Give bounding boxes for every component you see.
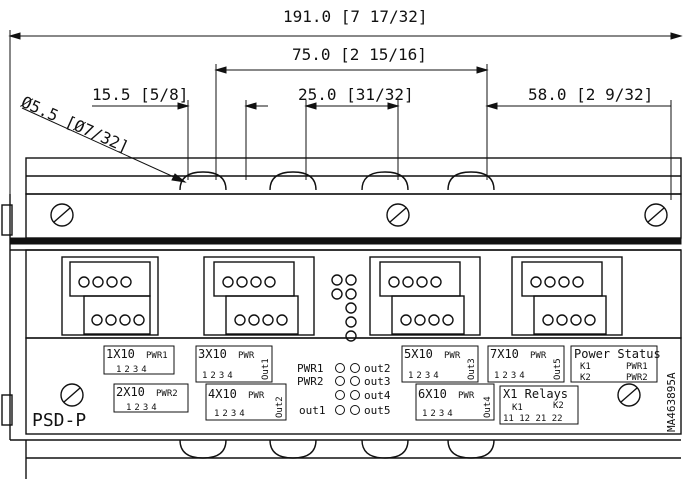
label-7x10-name: 7X10	[490, 347, 519, 361]
led-out3-label: out3	[364, 375, 391, 388]
label-1x10-pwr: PWR1	[146, 351, 168, 361]
power-status-pwr1: PWR1	[626, 362, 648, 372]
label-2x10-pwr: PWR2	[156, 389, 178, 399]
label-1x10: 1X10 PWR1 1234	[103, 345, 175, 375]
dim-span-text: 75.0 [2 15/16]	[292, 45, 427, 64]
label-4x10: 4X10 PWR 1234 Out2	[205, 383, 287, 421]
power-status-title: Power Status	[574, 347, 661, 361]
device-label: PSD-P	[32, 410, 86, 431]
label-6x10-out: Out4	[483, 396, 493, 418]
mounting-slots-bottom	[25, 439, 681, 479]
relays-label: X1 Relays K1 K2 11 12 21 22	[499, 385, 579, 425]
terminal-block-3	[369, 256, 481, 336]
dimension-span: 75.0 [2 15/16]	[214, 45, 489, 180]
label-4x10-pins: 1234	[214, 409, 248, 419]
rail-screw-right	[644, 203, 668, 227]
dimension-left-gap: 15.5 [5/8]	[92, 85, 268, 180]
label-6x10-name: 6X10	[418, 387, 447, 401]
led-pwr1-label: PWR1	[297, 362, 324, 375]
label-4x10-pwr: PWR	[248, 391, 265, 401]
label-7x10-pins: 1234	[494, 371, 528, 381]
label-6x10-pwr: PWR	[458, 391, 475, 401]
relays-k1: K1	[512, 403, 523, 413]
label-3x10-pins: 1234	[202, 371, 236, 381]
led-pwr2-label: PWR2	[297, 375, 324, 388]
dim-pitch-text: 25.0 [31/32]	[298, 85, 414, 104]
label-7x10: 7X10 PWR 1234 Out5	[487, 345, 565, 383]
terminal-block-4	[511, 256, 623, 336]
power-status-k1: K1	[580, 362, 591, 372]
label-7x10-pwr: PWR	[530, 351, 547, 361]
label-3x10: 3X10 PWR 1234 Out1	[195, 345, 273, 383]
part-number: MA463895A	[665, 372, 678, 432]
front-screw-right	[617, 383, 641, 407]
label-6x10-pins: 1234	[422, 409, 456, 419]
label-5x10-pwr: PWR	[444, 351, 461, 361]
led-legend: PWR1 PWR2 out1 out2 out3 out4 out5	[297, 362, 391, 417]
label-1x10-pins: 1234	[116, 365, 150, 375]
rail-screw-middle	[386, 203, 410, 227]
label-3x10-name: 3X10	[198, 347, 227, 361]
led-out2-label: out2	[364, 362, 391, 375]
dim-left-gap-text: 15.5 [5/8]	[92, 85, 188, 104]
front-screw-left	[60, 383, 84, 407]
relays-k2: K2	[553, 401, 564, 411]
label-1x10-name: 1X10	[106, 347, 135, 361]
relays-title: X1 Relays	[503, 387, 568, 401]
dimension-right-offset: 58.0 [2 9/32]	[485, 85, 672, 200]
label-2x10: 2X10 PWR2 1234	[113, 383, 189, 413]
rail-screw-left	[50, 203, 74, 227]
mounting-slots-top	[179, 171, 495, 191]
terminal-block-2	[203, 256, 315, 336]
label-4x10-out: Out2	[275, 396, 285, 418]
power-status-label: Power Status K1 K2 PWR1 PWR2	[570, 345, 661, 383]
led-out5-label: out5	[364, 404, 391, 417]
terminal-block-1	[61, 256, 159, 336]
relays-pins: 11 12 21 22	[503, 414, 563, 424]
label-2x10-name: 2X10	[116, 385, 145, 399]
dim-overall-text: 191.0 [7 17/32]	[283, 7, 428, 26]
label-2x10-pins: 1234	[126, 403, 160, 413]
label-3x10-pwr: PWR	[238, 351, 255, 361]
label-5x10-pins: 1234	[408, 371, 442, 381]
dimension-overall: 191.0 [7 17/32]	[8, 7, 683, 200]
label-5x10-out: Out3	[467, 358, 477, 380]
label-5x10-name: 5X10	[404, 347, 433, 361]
label-7x10-out: Out5	[553, 358, 563, 380]
label-5x10: 5X10 PWR 1234 Out3	[401, 345, 479, 383]
dim-right-offset-text: 58.0 [2 9/32]	[528, 85, 653, 104]
dimension-pitch: 25.0 [31/32]	[298, 85, 414, 180]
label-3x10-out: Out1	[261, 358, 271, 380]
led-out4-label: out4	[364, 389, 391, 402]
label-4x10-name: 4X10	[208, 387, 237, 401]
power-status-pwr2: PWR2	[626, 373, 648, 383]
led-indicator-column	[335, 363, 360, 415]
power-status-k2: K2	[580, 373, 591, 383]
led-out1-label: out1	[299, 404, 326, 417]
led-column	[331, 274, 357, 342]
device-body	[1, 157, 682, 479]
label-6x10: 6X10 PWR 1234 Out4	[415, 383, 495, 421]
